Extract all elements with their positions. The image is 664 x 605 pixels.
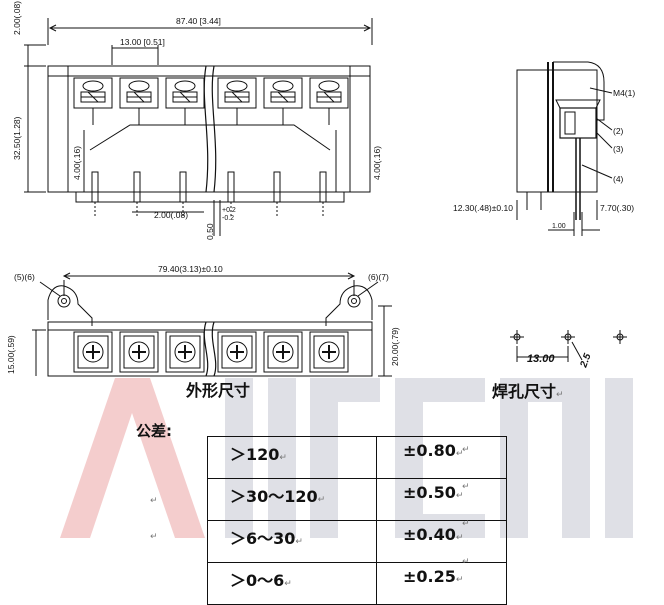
terminal-screw bbox=[73, 77, 113, 125]
hole-pattern bbox=[510, 330, 627, 362]
terminal-screw-top-view bbox=[263, 331, 303, 373]
tolerance-value: ±0.40↵ bbox=[376, 520, 507, 563]
callout-1: M4(1) bbox=[613, 88, 635, 98]
table-row: ＞30～120↵±0.50↵ bbox=[207, 478, 507, 521]
terminal-screw bbox=[309, 77, 349, 125]
callout-3: (3) bbox=[613, 144, 624, 154]
tolerance-label: 公差: bbox=[136, 422, 172, 440]
tolerance-table: ＞120↵±0.80↵＞30～120↵±0.50↵＞6～30↵±0.40↵＞0～… bbox=[207, 436, 507, 605]
pin bbox=[227, 171, 235, 216]
tolerance-value: ±0.25↵ bbox=[376, 562, 507, 605]
dim-side-left: 12.30(.48)±0.10 bbox=[453, 203, 513, 213]
pin bbox=[133, 171, 141, 216]
table-row: ＞0～6↵±0.25↵ bbox=[207, 562, 507, 605]
return-mark: ↵ bbox=[462, 482, 470, 492]
callout-6-7: (6)(7) bbox=[368, 272, 389, 282]
terminal-screw bbox=[217, 77, 257, 125]
dim-height: 32.50(1.28) bbox=[12, 116, 22, 160]
tolerance-range: ＞6～30↵ bbox=[207, 520, 377, 563]
dim-inner-left: 4.00(.16) bbox=[72, 146, 82, 180]
pin bbox=[319, 171, 327, 216]
dim-overall-width: 87.40 [3.44] bbox=[176, 16, 221, 26]
callout-5-6: (5)(6) bbox=[14, 272, 35, 282]
dim-pin-pitch: 2.00(.08) bbox=[154, 210, 188, 220]
pin bbox=[179, 171, 187, 216]
terminal-screw-top-view bbox=[119, 331, 159, 373]
dim-inner-right: 4.00(.16) bbox=[372, 146, 382, 180]
svg-text:+0.2: +0.2 bbox=[222, 207, 236, 214]
dim-right-height: 20.00(.79) bbox=[390, 327, 400, 366]
terminal-screw-top-view bbox=[73, 331, 113, 373]
return-mark: ↵ bbox=[462, 445, 470, 455]
hole-pitch: 13.00 bbox=[527, 353, 555, 365]
hole-diameter: 2.5 bbox=[578, 352, 594, 370]
dim-left-height: 15.00(.59) bbox=[6, 335, 16, 374]
dim-side-small: 1.00 bbox=[552, 223, 566, 230]
pin bbox=[91, 171, 99, 216]
terminal-screw bbox=[165, 77, 205, 125]
return-mark: ↵ bbox=[462, 519, 470, 529]
holes-heading: 焊孔尺寸↵ bbox=[492, 382, 564, 401]
svg-text:-0.2: -0.2 bbox=[222, 215, 234, 222]
callout-2: (2) bbox=[613, 126, 624, 136]
return-mark: ↵ bbox=[150, 496, 158, 506]
technical-drawing: 87.40 [3.44] 13.00 [0.51] 2.00(.08) 32.5… bbox=[6, 1, 635, 377]
terminal-screw bbox=[119, 77, 159, 125]
tolerance-value: ±0.80↵ bbox=[376, 436, 507, 479]
tolerance-range: ＞120↵ bbox=[207, 436, 377, 479]
dim-side-right: 7.70(.30) bbox=[600, 203, 634, 213]
table-row: ＞6～30↵±0.40↵ bbox=[207, 520, 507, 563]
tolerance-range: ＞30～120↵ bbox=[207, 478, 377, 521]
outline-heading: 外形尺寸 bbox=[186, 381, 251, 400]
dim-pitch: 13.00 [0.51] bbox=[120, 37, 165, 47]
tolerance-range: ＞0～6↵ bbox=[207, 562, 377, 605]
table-row: ＞120↵±0.80↵ bbox=[207, 436, 507, 479]
callout-4: (4) bbox=[613, 174, 624, 184]
pin bbox=[273, 171, 281, 216]
dim-pin-width: 0.50 bbox=[205, 223, 215, 240]
terminal-screw-top-view bbox=[165, 331, 205, 373]
dim-top-offset: 2.00(.08) bbox=[12, 1, 22, 35]
tolerance-value: ±0.50↵ bbox=[376, 478, 507, 521]
dim-mount-width: 79.40(3.13)±0.10 bbox=[158, 264, 223, 274]
terminal-screw-top-view bbox=[217, 331, 257, 373]
terminal-screw bbox=[263, 77, 303, 125]
terminal-screw-top-view bbox=[309, 331, 349, 373]
return-mark: ↵ bbox=[150, 532, 158, 542]
return-mark: ↵ bbox=[462, 557, 470, 567]
